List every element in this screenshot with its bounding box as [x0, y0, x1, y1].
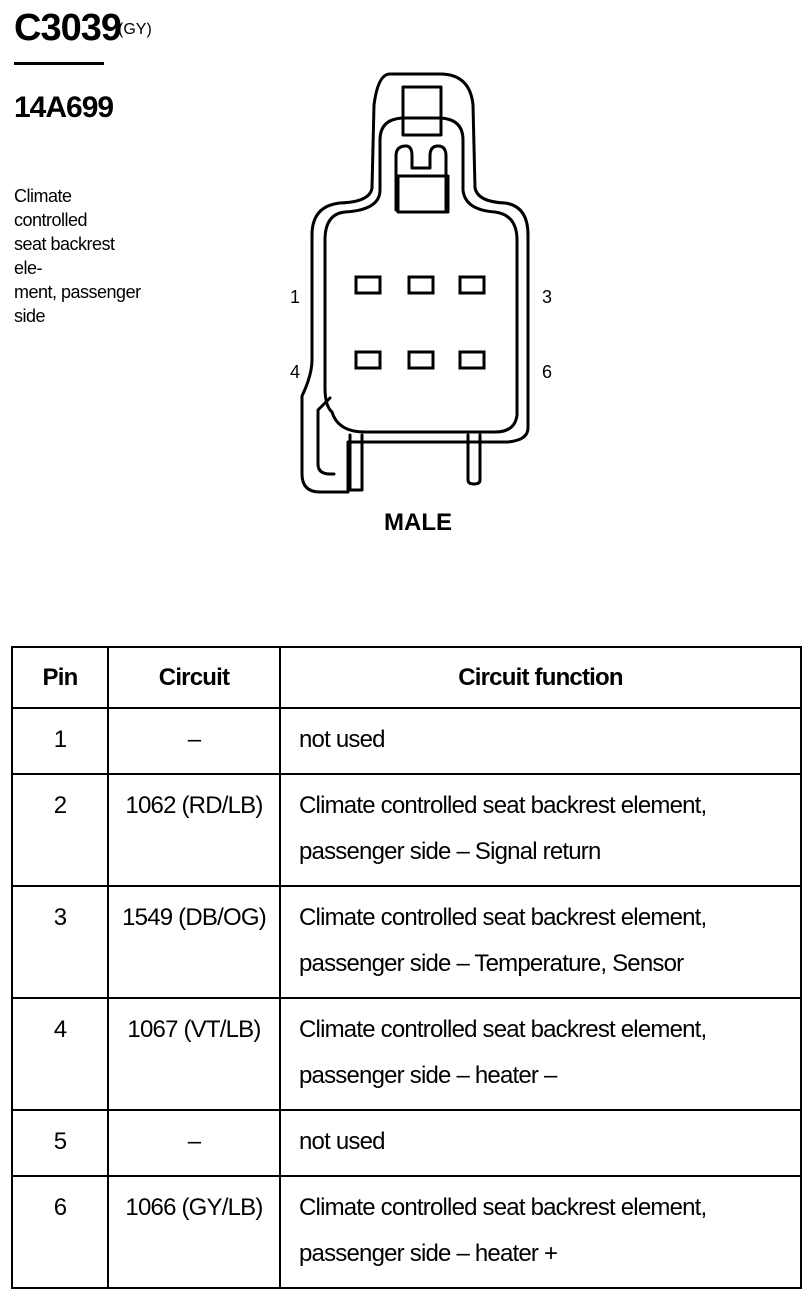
pin-cavity-5	[407, 350, 435, 370]
cell-pin: 5	[11, 1109, 109, 1177]
right-foot	[466, 433, 482, 486]
header-pin: Pin	[11, 646, 109, 709]
connector-id: C3039	[14, 7, 122, 49]
cell-circuit: –	[107, 707, 281, 775]
table-row: 2 1062 (RD/LB) Climate controlled seat b…	[11, 773, 802, 887]
table-row: 3 1549 (DB/OG) Climate controlled seat b…	[11, 885, 802, 999]
housing-outer	[300, 72, 530, 494]
latch-prongs	[394, 144, 448, 212]
description-line: seat backrest ele-	[14, 234, 115, 278]
header-circuit-function: Circuit function	[279, 646, 802, 709]
description-line: side	[14, 306, 46, 326]
description-line: Climate controlled	[14, 186, 88, 230]
header-circuit: Circuit	[107, 646, 281, 709]
connector-description: Climate controlled seat backrest ele- me…	[14, 184, 144, 328]
cell-function: Climate controlled seat backrest element…	[279, 997, 802, 1111]
cell-circuit: 1066 (GY/LB)	[107, 1175, 281, 1289]
pin-cavity-4	[354, 350, 382, 370]
connector-diagram: 1 3 4 6 MALE	[290, 72, 552, 536]
title-rule	[14, 62, 104, 65]
cell-function: Climate controlled seat backrest element…	[279, 773, 802, 887]
pin-cavity-3	[458, 275, 486, 295]
cell-circuit: 1549 (DB/OG)	[107, 885, 281, 999]
pin-label-3: 3	[542, 287, 552, 307]
cell-circuit: –	[107, 1109, 281, 1177]
view-label: MALE	[384, 509, 452, 536]
table-header-row: Pin Circuit Circuit function	[11, 646, 802, 709]
cell-function: not used	[279, 1109, 802, 1177]
table-row: 5 – not used	[11, 1109, 802, 1177]
cell-function: Climate controlled seat backrest element…	[279, 885, 802, 999]
cell-pin: 3	[11, 885, 109, 999]
keyway	[316, 396, 336, 476]
latch-tab	[396, 174, 450, 214]
cell-pin: 1	[11, 707, 109, 775]
pin-cavity-6	[458, 350, 486, 370]
table-row: 1 – not used	[11, 707, 802, 775]
cell-function: not used	[279, 707, 802, 775]
cell-circuit: 1062 (RD/LB)	[107, 773, 281, 887]
pin-cavity-2	[407, 275, 435, 295]
pin-label-4: 4	[290, 362, 300, 382]
housing-inner	[323, 116, 519, 434]
pin-cavity-1	[354, 275, 382, 295]
pin-table: Pin Circuit Circuit function 1 – not use…	[11, 646, 802, 1289]
pin-label-6: 6	[542, 362, 552, 382]
table-row: 6 1066 (GY/LB) Climate controlled seat b…	[11, 1175, 802, 1289]
cell-function: Climate controlled seat backrest element…	[279, 1175, 802, 1289]
description-line: ment, passenger	[14, 282, 141, 302]
part-number: 14A699	[14, 91, 114, 124]
connector-color: (GY)	[118, 21, 152, 38]
cell-pin: 4	[11, 997, 109, 1111]
latch-box	[401, 85, 443, 137]
cell-circuit: 1067 (VT/LB)	[107, 997, 281, 1111]
pin-label-1: 1	[290, 287, 300, 307]
cell-pin: 6	[11, 1175, 109, 1289]
cell-pin: 2	[11, 773, 109, 887]
left-foot	[348, 433, 364, 492]
table-row: 4 1067 (VT/LB) Climate controlled seat b…	[11, 997, 802, 1111]
